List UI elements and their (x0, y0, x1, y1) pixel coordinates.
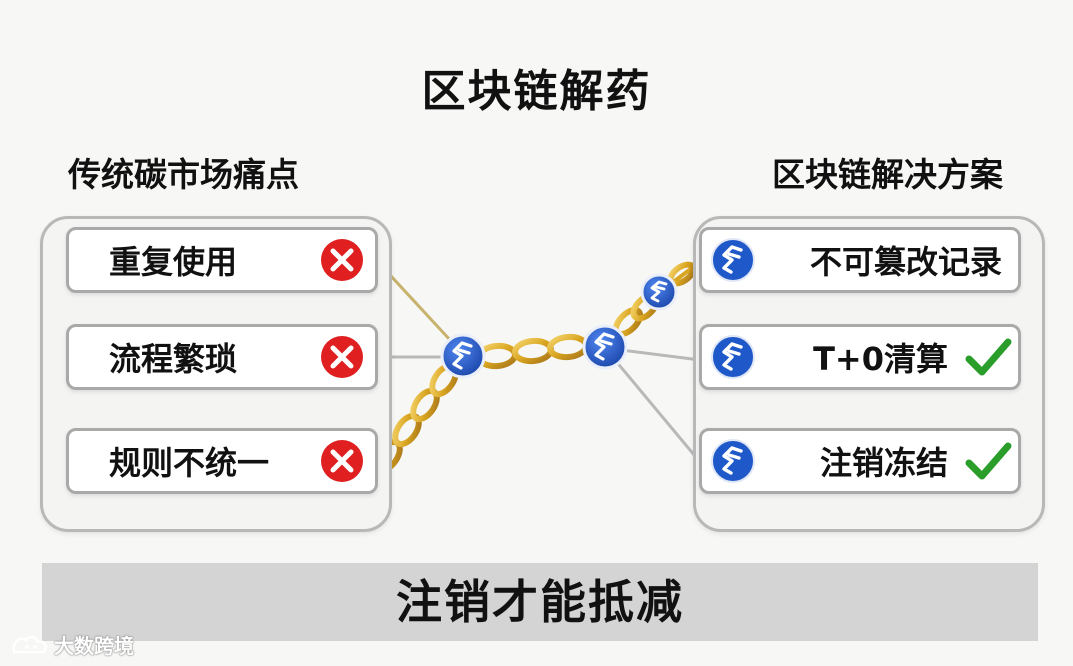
bottom-banner: 注销才能抵减 (42, 563, 1038, 641)
solution-item: 注销冻结 (699, 428, 1021, 494)
watermark: 大数跨境 (10, 630, 134, 659)
pain-point-label: 重复使用 (109, 243, 238, 281)
blockchain-coin-icon (711, 238, 755, 282)
watermark-logo-icon (12, 635, 47, 653)
x-icon (321, 440, 363, 482)
chain-node-coin-icon (582, 324, 628, 370)
pain-point-item: 规则不统一 (66, 428, 378, 494)
pain-point-label: 规则不统一 (109, 444, 270, 482)
chain-node-coin-icon (640, 273, 678, 311)
chain-node-coin-icon (440, 333, 486, 379)
solution-item: T+0清算 (699, 324, 1021, 390)
page-title: 区块链解药 (421, 66, 652, 117)
solution-label: 不可篡改记录 (809, 243, 1002, 281)
check-icon (965, 338, 1012, 376)
solution-label: T+0清算 (813, 340, 948, 378)
pain-point-label: 流程繁琐 (109, 340, 238, 378)
left-heading: 传统碳市场痛点 (68, 155, 299, 194)
pain-point-item: 重复使用 (66, 227, 378, 293)
blockchain-coin-icon (711, 335, 755, 379)
blockchain-coin-icon (711, 439, 755, 483)
watermark-text: 大数跨境 (54, 634, 134, 658)
x-icon (321, 239, 363, 281)
pain-point-item: 流程繁琐 (66, 324, 378, 390)
solution-item: 不可篡改记录 (699, 227, 1021, 293)
check-icon (965, 442, 1012, 480)
right-heading: 区块链解决方案 (772, 155, 1003, 194)
x-icon (321, 336, 363, 378)
solution-label: 注销冻结 (819, 444, 948, 482)
